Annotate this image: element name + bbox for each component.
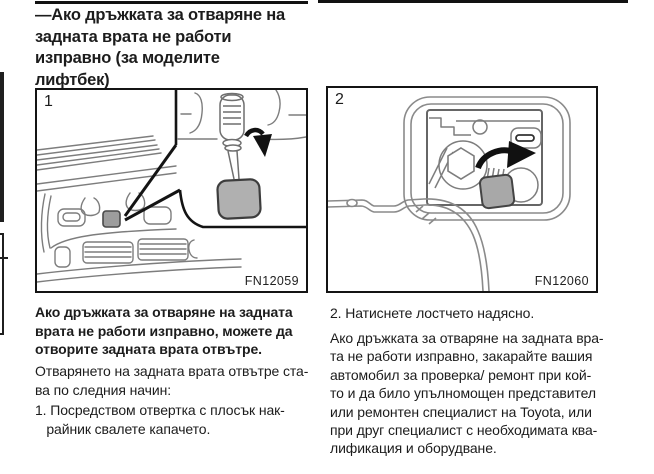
release-cap-large (216, 178, 262, 220)
figure-1-number: 1 (44, 93, 53, 110)
cropped-figure-fragment-right-border (2, 233, 4, 335)
figure-2-code: FN12060 (534, 274, 589, 288)
section-heading: —Ако дръжката за отваряне на задната вра… (35, 6, 286, 89)
right-step-2: 2. Натиснете лостчето надясно. (330, 305, 535, 321)
left-bold-paragraph: Ако дръжката за отваряне на задната врат… (35, 304, 293, 358)
figure-1: 1 FN12059 (35, 88, 308, 293)
heading-rule-left (35, 1, 308, 4)
bolt-hexagon (447, 147, 475, 180)
cropped-figure-fragment-top (0, 233, 4, 235)
trunk-interior-lines (37, 135, 242, 283)
release-lever (478, 173, 516, 210)
push-right-arrow-icon (475, 141, 536, 170)
panel-edge-lines (328, 198, 490, 291)
pry-down-arrow-icon (244, 127, 272, 157)
figure-1-illustration (37, 90, 306, 283)
callout-wedge (123, 144, 181, 222)
left-paragraph: Отварянето на задната врата отвътре ста-… (35, 363, 309, 398)
cropped-figure-fragment-bottom (0, 333, 4, 335)
left-step-1: 1. Посредством отвертка с плосък нак- ра… (35, 402, 285, 437)
figure-2: 2 FN12060 (326, 86, 598, 293)
figure-1-code: FN12059 (244, 274, 299, 288)
page-edge-tab (0, 72, 4, 222)
figure-2-illustration (328, 96, 571, 291)
heading-rule-right (318, 0, 628, 3)
opening-outer-frame (403, 96, 571, 225)
cropped-figure-fragment-tick (0, 257, 8, 259)
right-paragraph: Ако дръжката за отваряне на задната вра-… (330, 330, 604, 457)
inset-boundary (174, 90, 306, 229)
release-cap-small (102, 210, 121, 228)
screwdriver (219, 92, 245, 180)
figure-2-number: 2 (335, 91, 344, 108)
